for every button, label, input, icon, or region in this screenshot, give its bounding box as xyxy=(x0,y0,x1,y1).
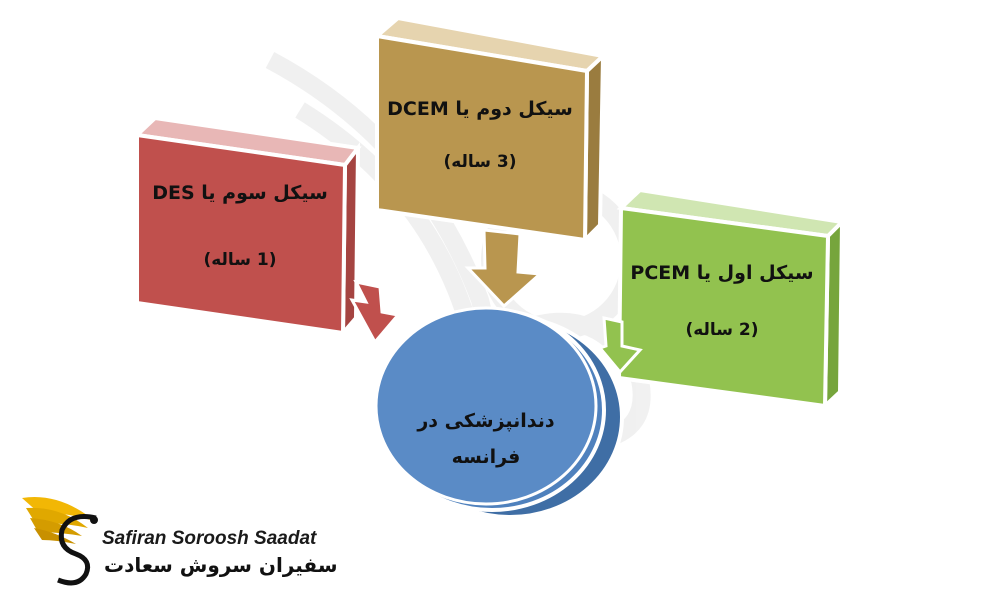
box-pcem xyxy=(616,187,847,411)
brand-name-fa: سفیران سروش سعادت xyxy=(104,553,338,577)
box-dcem-title: سیکل دوم یا DCEM xyxy=(387,98,573,120)
brand-wing-icon xyxy=(22,497,98,586)
arrow-pcem xyxy=(597,316,643,375)
box-pcem-duration: (2 ساله) xyxy=(685,320,759,340)
center-title-line1: دندانپزشکی در xyxy=(417,410,555,432)
box-dcem-duration: (3 ساله) xyxy=(443,152,517,172)
brand-name-en: Safiran Soroosh Saadat xyxy=(102,528,317,549)
center-title-line2: فرانسه xyxy=(451,446,521,468)
box-dcem xyxy=(372,15,608,245)
box-des-duration: (1 ساله) xyxy=(203,250,277,270)
box-pcem-title: سیکل اول یا PCEM xyxy=(630,262,814,284)
arrow-dcem xyxy=(464,228,544,309)
box-des-title: سیکل سوم یا DES xyxy=(152,182,328,204)
center-disc xyxy=(374,306,624,519)
box-des xyxy=(132,115,362,339)
arrow-des xyxy=(349,279,401,345)
